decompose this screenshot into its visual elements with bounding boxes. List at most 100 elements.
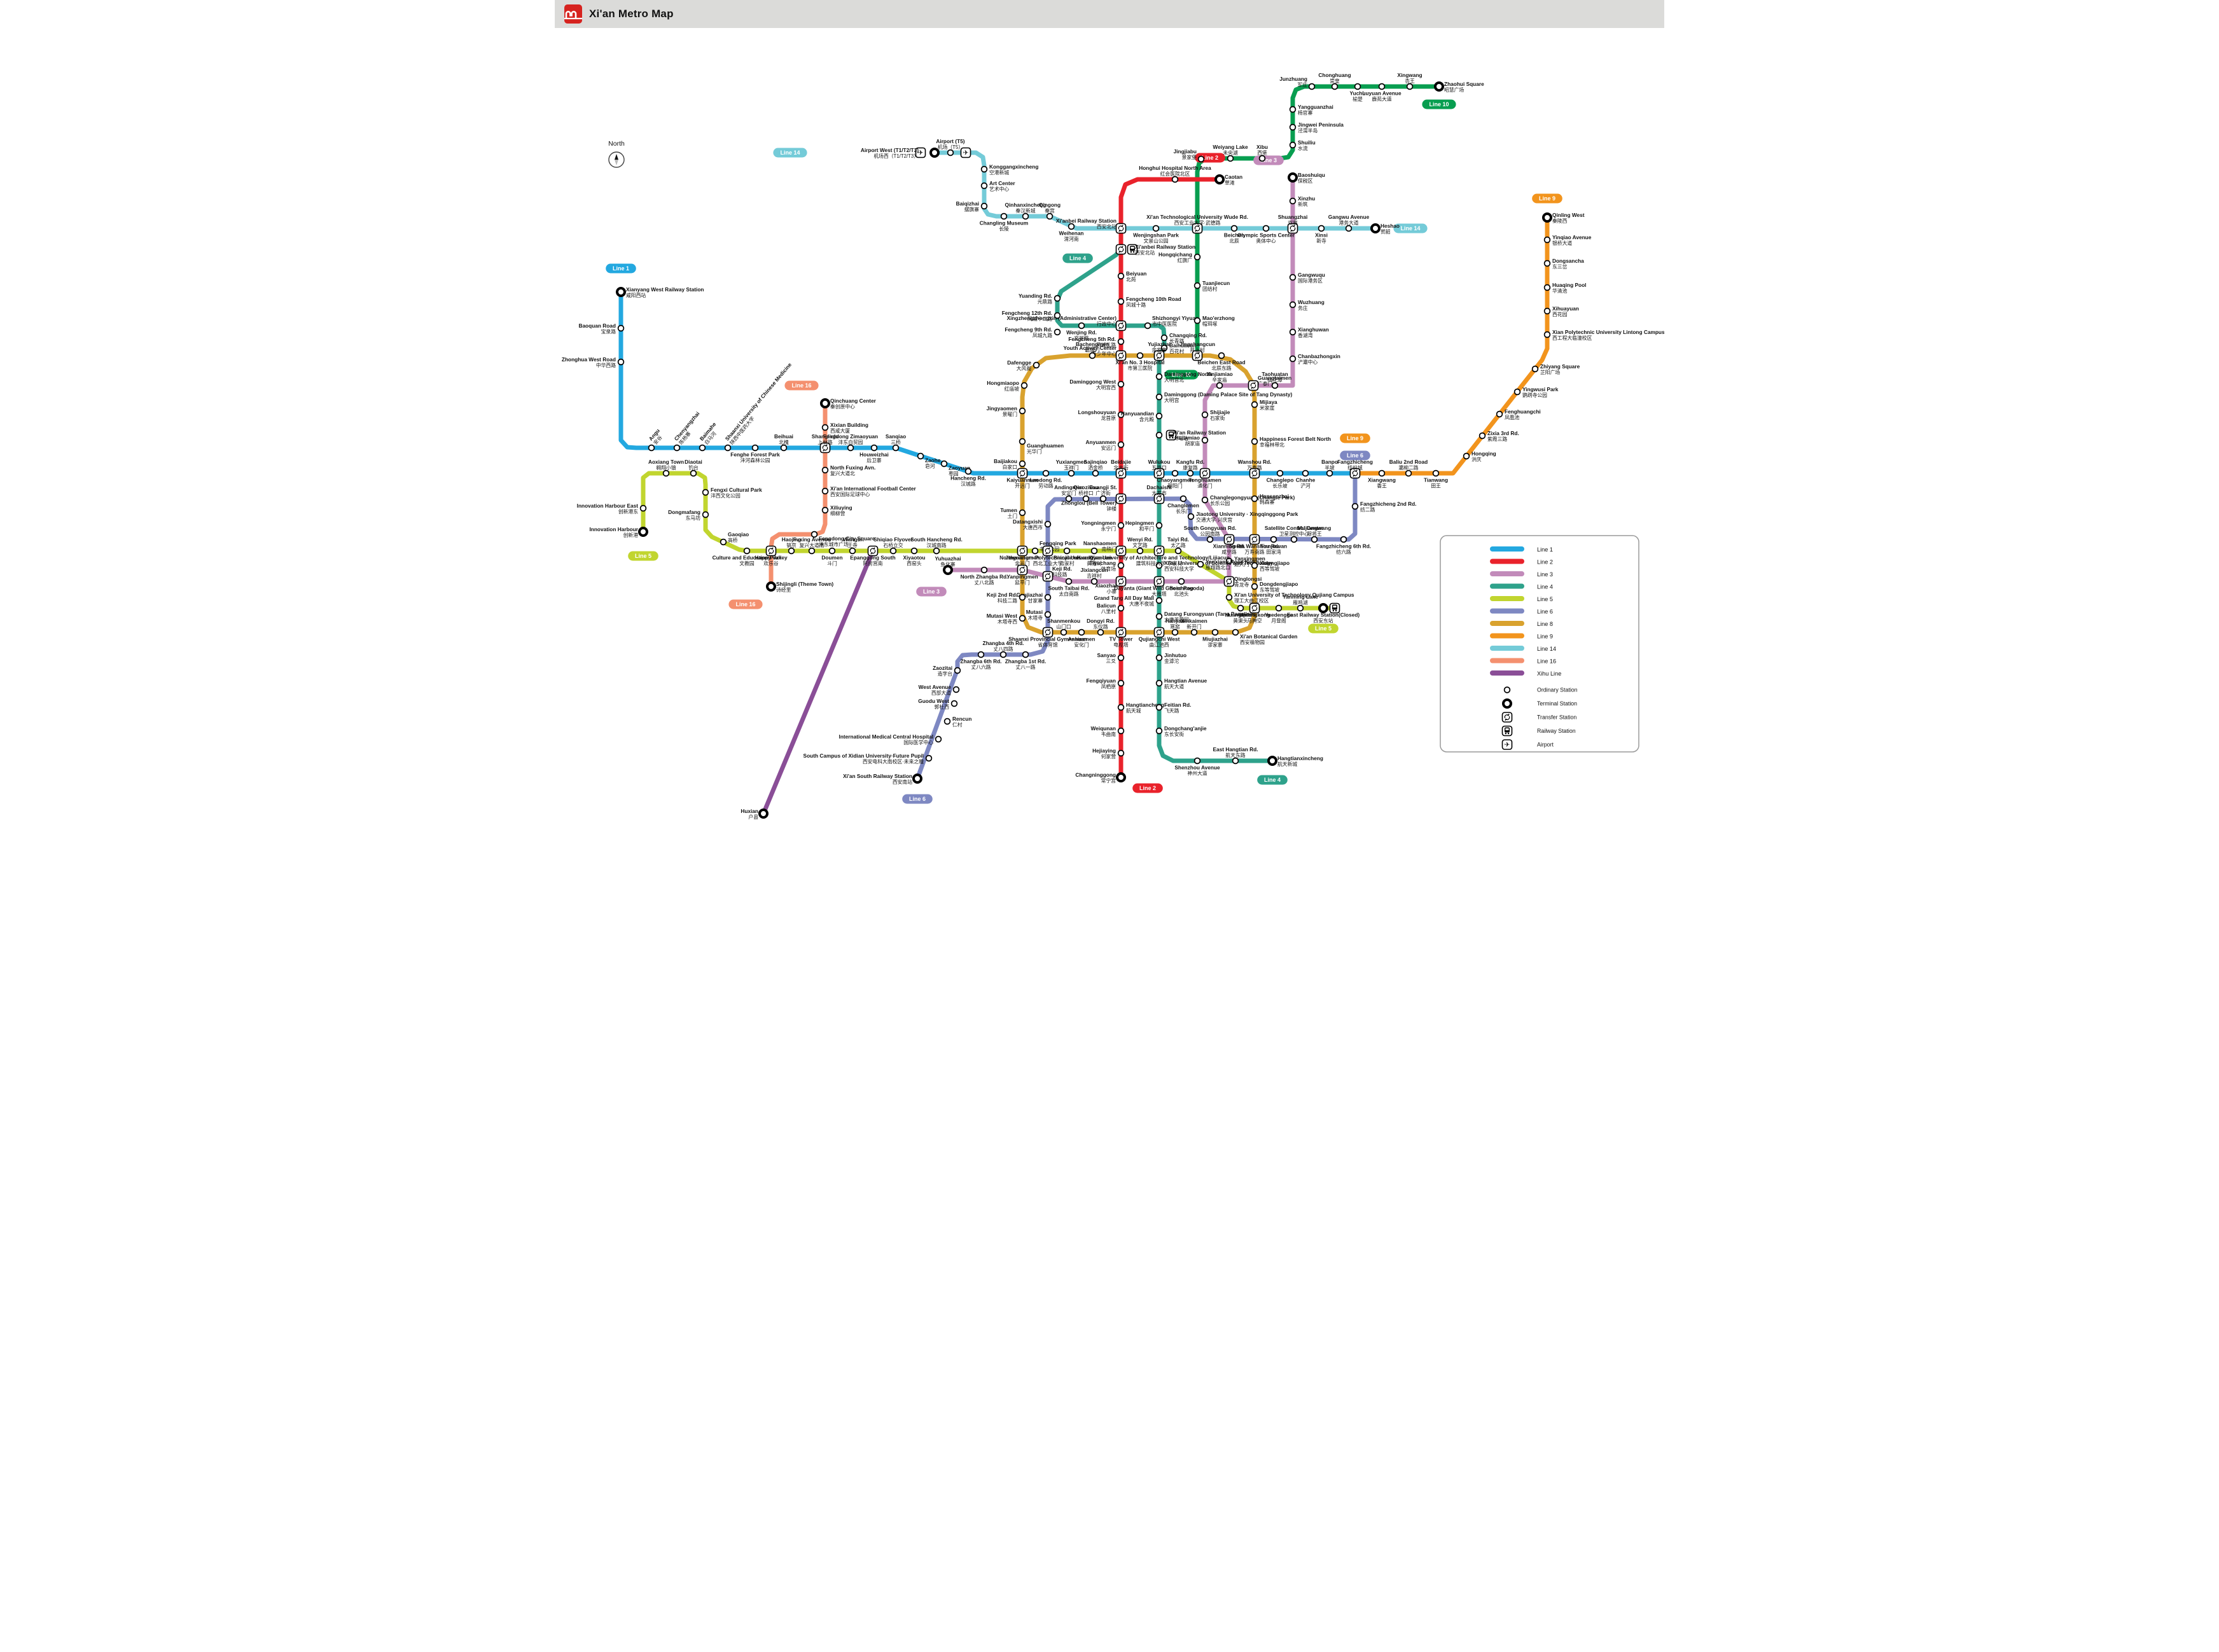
station-name-zh: 大明宫西 bbox=[1096, 384, 1116, 391]
station-name-zh: 大唐不夜城 bbox=[1129, 600, 1154, 607]
ordinary-station-marker bbox=[1405, 469, 1412, 477]
line-badge-label: Line 16 bbox=[735, 601, 755, 607]
station-name-zh: 交通大学·兴庆宫 bbox=[1196, 517, 1232, 523]
station-name-en: Shizhongyi Yiyuan bbox=[1152, 315, 1199, 321]
station-name-zh: 西安电科大南校区·未来之瞳 bbox=[863, 758, 924, 765]
ordinary-station-marker bbox=[1543, 284, 1551, 291]
station-name-en: Chanhe bbox=[1296, 477, 1316, 483]
station-name-en: Fengcheng 5th Rd. bbox=[1068, 336, 1116, 342]
station-name-zh: 西花园 bbox=[1552, 311, 1568, 317]
station-name-en: Zhonghua West Road bbox=[562, 356, 616, 363]
station-daminggong-daming-palace-site-of-tang-dynasty: Daminggong (Daming Palace Site of Tang D… bbox=[1155, 391, 1293, 403]
station-name-zh: 飞天路 bbox=[1164, 707, 1179, 714]
transfer-arrows-glyph bbox=[1156, 495, 1162, 503]
ordinary-station-marker bbox=[952, 686, 960, 693]
legend-line-line9: Line 9 bbox=[1490, 633, 1553, 640]
station-name-en: Yujiazhai bbox=[1148, 341, 1171, 347]
ordinary-station-marker bbox=[1543, 260, 1551, 267]
line-badge-label: Line 14 bbox=[1400, 225, 1420, 232]
station-name-zh: 市中医医院 bbox=[1152, 321, 1177, 327]
station-name-en: Qinglongsi bbox=[1234, 576, 1262, 582]
ordinary-station-marker bbox=[1190, 628, 1198, 636]
ordinary-station-marker bbox=[1060, 628, 1068, 636]
station-name-zh: 香湖湾 bbox=[1298, 332, 1313, 338]
station-name-en: Hongqichang bbox=[1158, 251, 1192, 258]
ordinary-station-marker bbox=[999, 651, 1007, 658]
train-wheel bbox=[1332, 609, 1335, 612]
station-name-zh: 理工大曲江校区 bbox=[1234, 597, 1269, 604]
transfer-arrows-glyph bbox=[1251, 604, 1258, 612]
legend-line-line2: Line 2 bbox=[1490, 559, 1553, 566]
transfer-station-icon bbox=[1287, 223, 1298, 234]
station-name-en: Yuedengge bbox=[1265, 612, 1293, 618]
line-badge-bg bbox=[916, 587, 947, 597]
transfer-station-icon bbox=[1199, 468, 1211, 479]
ordinary-station-marker bbox=[1089, 352, 1096, 359]
ordinary-station-marker bbox=[780, 444, 788, 452]
ordinary-station-marker bbox=[1225, 593, 1233, 601]
transfer-arrows-glyph bbox=[1194, 225, 1200, 232]
ordinary-station-marker bbox=[1031, 547, 1039, 555]
legend-line-swatch bbox=[1490, 670, 1524, 676]
ordinary-station-marker bbox=[1340, 536, 1347, 543]
station-name-zh: 桃花潭 bbox=[1267, 377, 1283, 383]
station-name-en: Chanbazhongxin bbox=[1298, 353, 1340, 359]
station-name-zh: 景家堡 bbox=[1182, 154, 1197, 160]
legend-line-label: Line 5 bbox=[1537, 596, 1553, 602]
ordinary-station-marker bbox=[980, 165, 988, 173]
train-wheel bbox=[1335, 609, 1337, 612]
station-name-en: Baliu 2nd Road bbox=[1389, 459, 1428, 465]
station-name-en: Zhiyang Square bbox=[1540, 363, 1580, 370]
station-name-en: Aoxiang Town bbox=[648, 459, 684, 465]
ordinary-station-marker bbox=[1543, 331, 1551, 338]
legend-symbol-label: Terminal Station bbox=[1537, 700, 1577, 707]
line-badge-bg bbox=[773, 148, 807, 158]
ordinary-station-marker bbox=[1289, 355, 1297, 363]
station-name-en: Fenghuangchi bbox=[1505, 408, 1541, 415]
station-name-zh: 机场（T5） bbox=[938, 144, 963, 150]
station-name-en: Yuxiangmen bbox=[1056, 459, 1087, 465]
line-badge-line5: Line 5 bbox=[628, 551, 658, 561]
station-name-zh: 石桥立交 bbox=[883, 542, 903, 548]
legend-symbol-label: Airport bbox=[1537, 742, 1554, 748]
ordinary-station-marker bbox=[1531, 365, 1539, 373]
station-name-en: East Hangtian Rd. bbox=[1213, 746, 1258, 753]
ordinary-station-marker bbox=[1155, 679, 1163, 687]
station-name-zh: 安化门 bbox=[1074, 642, 1089, 648]
ordinary-station-marker bbox=[1289, 197, 1297, 205]
station-name-zh: 空港新城 bbox=[989, 169, 1009, 176]
ordinary-station-marker bbox=[1218, 352, 1225, 359]
ordinary-station-marker bbox=[1351, 503, 1359, 510]
line-badge-line1: Line 1 bbox=[606, 263, 636, 274]
ordinary-station-marker bbox=[1078, 322, 1085, 330]
station-name-en: Beichen East Road bbox=[1197, 359, 1245, 366]
station-name-zh: 小寨 bbox=[1106, 588, 1116, 595]
ordinary-station-marker bbox=[1171, 628, 1179, 636]
ordinary-station-marker bbox=[1276, 469, 1284, 477]
station-name-en: Wanshou Rd. bbox=[1238, 459, 1272, 465]
station-name-en: North Fuxing Avn. bbox=[830, 464, 875, 471]
ordinary-station-marker bbox=[821, 487, 829, 495]
station-name-zh: 红庙坡 bbox=[1005, 385, 1020, 392]
ordinary-station-marker bbox=[889, 547, 897, 555]
station-south-campus-of-xidian-university-future-pupil: South Campus of Xidian University·Future… bbox=[803, 753, 933, 765]
station-name-zh: 咸阳西站 bbox=[626, 292, 646, 298]
station-name-en: Beidajie bbox=[1111, 459, 1131, 465]
